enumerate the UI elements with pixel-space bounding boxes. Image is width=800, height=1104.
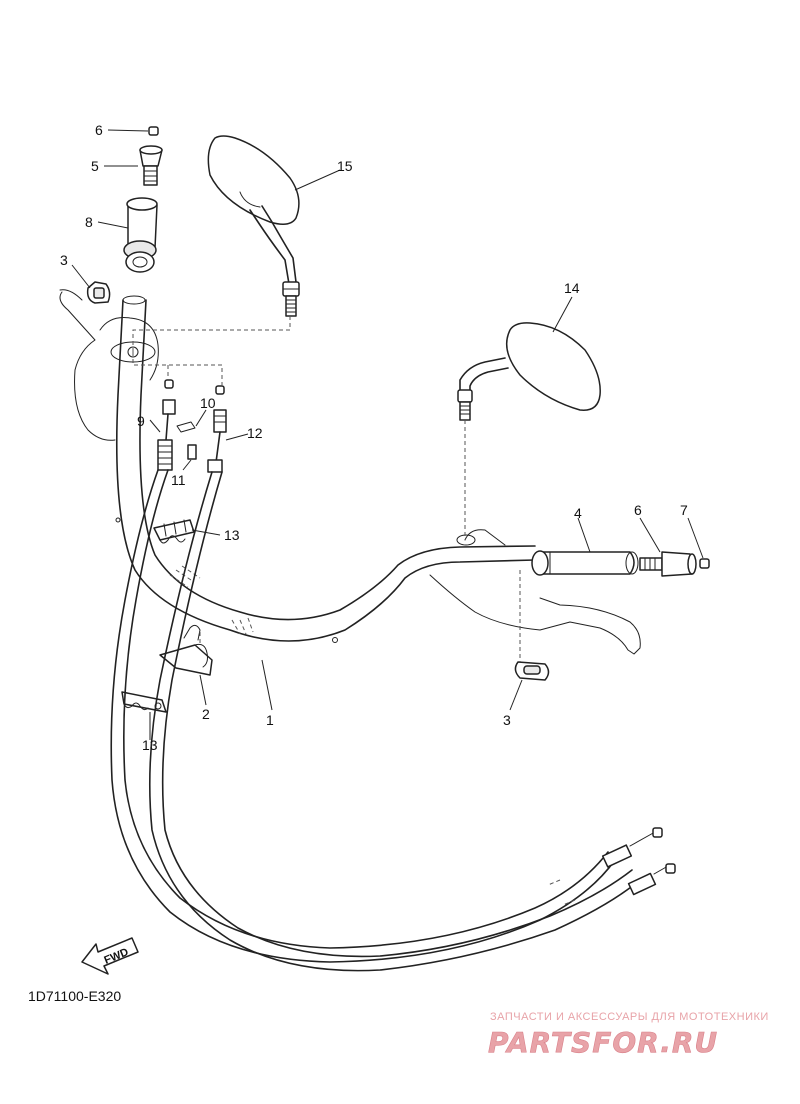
screw-left xyxy=(148,126,159,136)
callout-8: 9 xyxy=(137,413,145,429)
assembly-lines xyxy=(132,316,521,662)
left-switch-housing xyxy=(59,289,159,441)
cable-fittings xyxy=(157,379,227,473)
watermark-tagline: ЗАПЧАСТИ И АКСЕССУАРЫ ДЛЯ МОТОТЕХНИКИ xyxy=(490,1011,769,1023)
watermark: ЗАПЧАСТИ И АКСЕССУАРЫ ДЛЯ МОТОТЕХНИКИ PA… xyxy=(488,1011,769,1059)
callout-10: 11 xyxy=(171,472,186,488)
watermark-logo: PARTSFOR.RU xyxy=(488,1026,718,1059)
callout-15: 15 xyxy=(337,158,353,174)
callout-6-left: 6 xyxy=(95,122,103,138)
callout-14: 14 xyxy=(564,280,580,296)
clamp-right xyxy=(514,661,550,681)
callout-3-left: 3 xyxy=(60,252,68,268)
cable-holder-12 xyxy=(153,519,195,544)
bar-end-weight-right xyxy=(639,551,697,577)
callout-2: 2 xyxy=(202,706,210,722)
cable-clip-2 xyxy=(159,624,213,676)
screw-right xyxy=(699,558,710,569)
cable-holder-13 xyxy=(121,691,167,713)
callout-leaders xyxy=(71,129,704,740)
mirror-left xyxy=(207,135,300,317)
callout-12: 13 xyxy=(224,527,240,543)
callout-5-right: 6 xyxy=(634,502,642,518)
right-lever-housing xyxy=(429,529,641,655)
grip-right xyxy=(531,550,639,576)
callout-9: 10 xyxy=(200,395,216,411)
callout-7: 8 xyxy=(85,214,93,230)
handlebar xyxy=(115,295,536,643)
callout-1: 1 xyxy=(266,712,274,728)
diagram-code: 1D71100-E320 xyxy=(28,988,121,1004)
callout-6-right: 7 xyxy=(680,502,688,518)
callout-11: 12 xyxy=(247,425,263,441)
callout-4: 4 xyxy=(574,505,582,521)
control-cables xyxy=(110,469,676,972)
grip-left xyxy=(123,197,158,273)
mirror-right xyxy=(457,322,601,421)
fwd-arrow-icon: FWD xyxy=(81,937,139,975)
callout-3-right: 3 xyxy=(503,712,511,728)
callout-13: 13 xyxy=(142,737,158,753)
callout-labels: 6 5 8 3 15 14 4 6 7 3 9 10 11 12 13 2 13… xyxy=(60,122,688,753)
callout-5-left: 5 xyxy=(91,158,99,174)
clamp-left xyxy=(86,281,111,304)
bar-end-weight-left xyxy=(139,145,163,186)
